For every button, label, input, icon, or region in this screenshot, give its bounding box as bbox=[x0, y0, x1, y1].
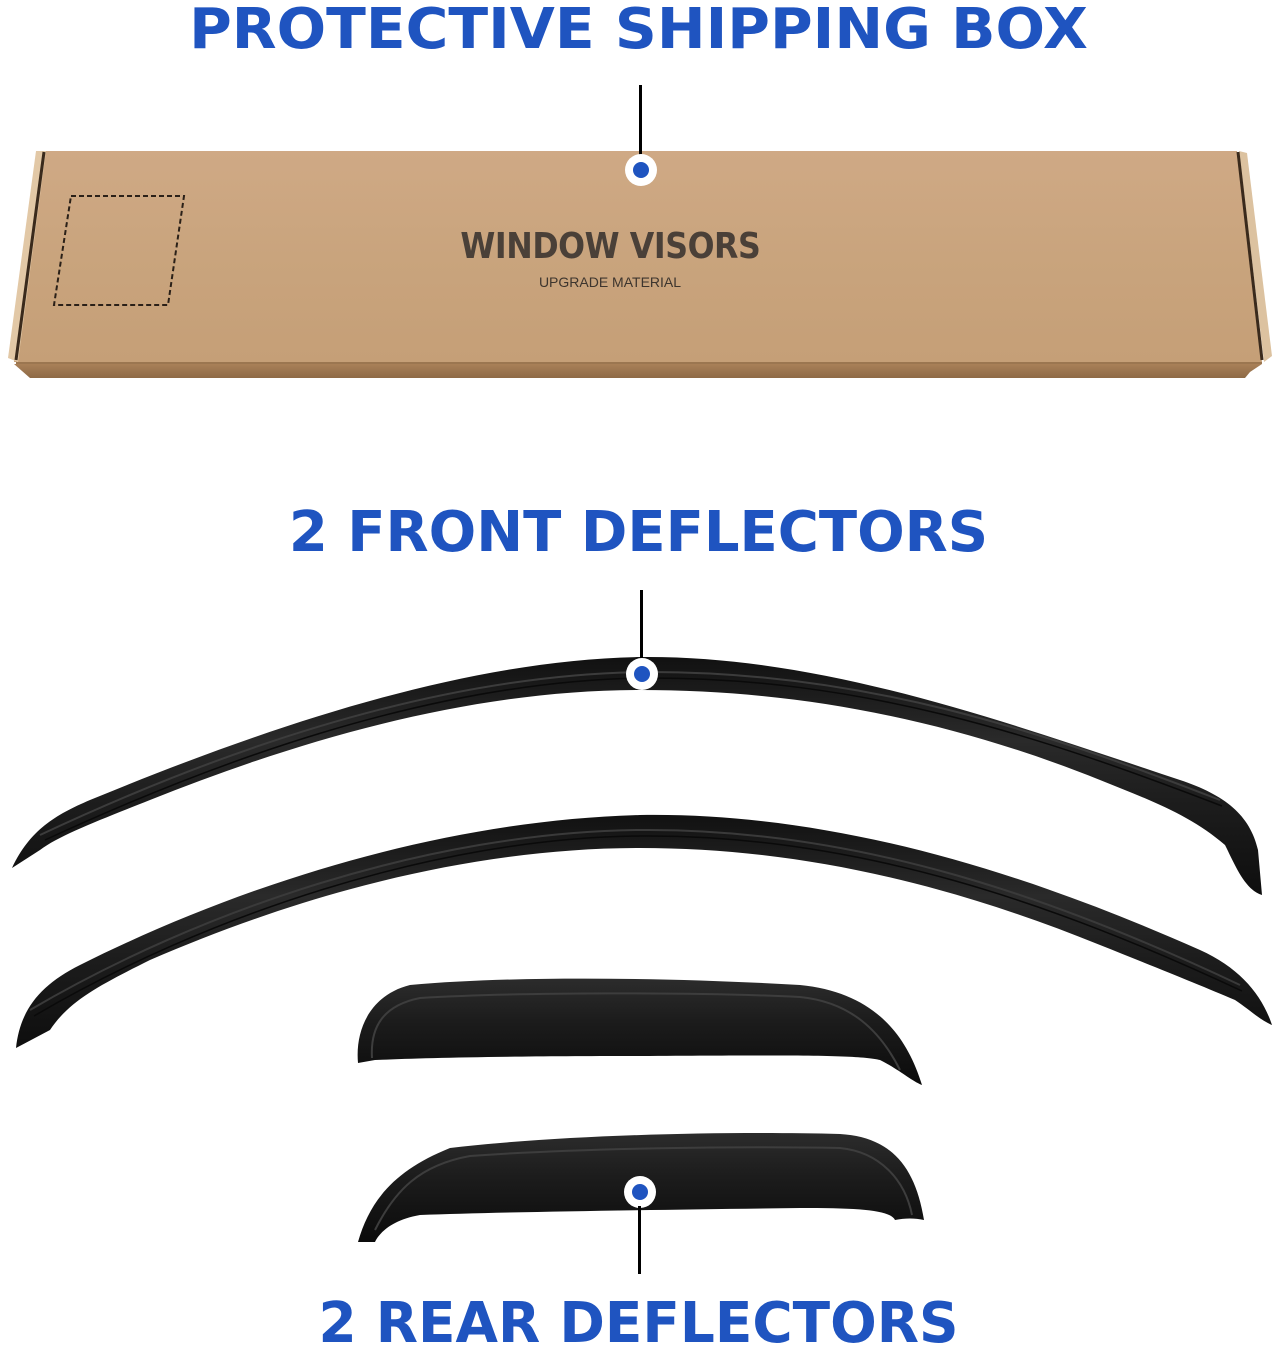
rear-callout-marker-icon bbox=[624, 1176, 656, 1208]
front-deflectors-heading: 2 FRONT DEFLECTORS bbox=[288, 500, 989, 565]
rear-deflectors-heading: 2 REAR DEFLECTORS bbox=[318, 1291, 959, 1356]
front-callout-marker-icon bbox=[626, 658, 658, 690]
box-callout-marker-icon bbox=[625, 154, 657, 186]
shipping-box-heading: PROTECTIVE SHIPPING BOX bbox=[189, 0, 1088, 62]
rear-callout-line bbox=[638, 1206, 641, 1274]
shipping-box bbox=[8, 151, 1272, 378]
box-print-title: WINDOW VISORS bbox=[460, 226, 761, 267]
front-deflector-2 bbox=[16, 814, 1272, 1048]
box-print-subtitle: UPGRADE MATERIAL bbox=[538, 274, 682, 290]
rear-deflector-1 bbox=[357, 978, 922, 1085]
label-area bbox=[52, 195, 186, 306]
box-callout-line bbox=[639, 85, 642, 155]
front-deflector-1 bbox=[12, 656, 1262, 895]
front-callout-line bbox=[640, 590, 643, 660]
